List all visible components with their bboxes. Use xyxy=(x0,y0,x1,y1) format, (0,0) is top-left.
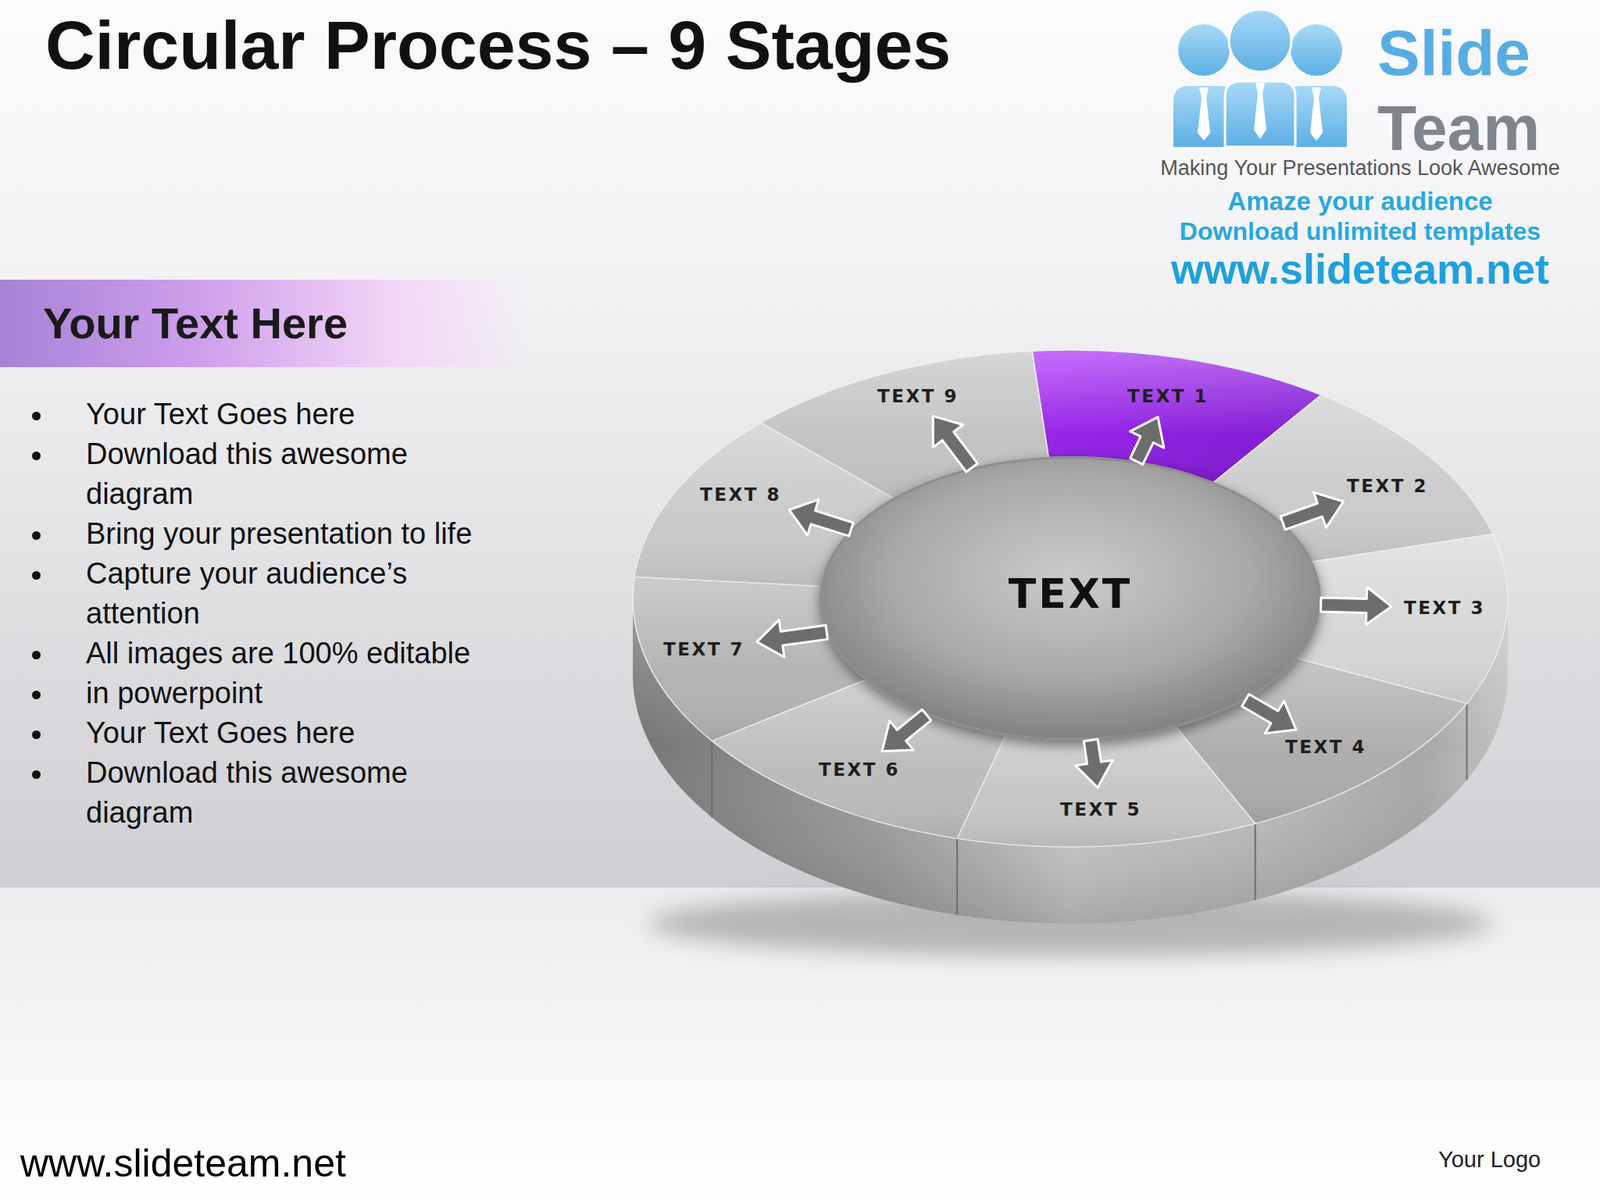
logo-slogan: Amaze your audience xyxy=(1125,187,1595,216)
segment-face xyxy=(760,350,1051,508)
segment-sheen xyxy=(760,350,1051,508)
background-floor xyxy=(0,887,1600,1200)
disk-side-divider xyxy=(1254,823,1257,900)
segment-face xyxy=(632,576,886,741)
segment-sheen xyxy=(957,714,1256,847)
segment-face xyxy=(957,714,1256,847)
stage-label: TEXT 5 xyxy=(1060,798,1142,821)
arrow-connector xyxy=(1280,492,1343,530)
segment-sheen xyxy=(632,576,886,741)
logo-url: www.slideteam.net xyxy=(1125,245,1595,293)
logo-head xyxy=(1228,9,1292,72)
bullet-point: Your Text Goes here xyxy=(54,394,500,435)
background-band xyxy=(0,0,1600,888)
arrow-connector xyxy=(882,709,932,751)
segment-sheen xyxy=(1200,395,1493,566)
stage-label: TEXT 1 xyxy=(1127,385,1209,408)
disk-side-divider xyxy=(710,740,713,818)
logo-head xyxy=(1290,24,1343,76)
stage-label: TEXT 2 xyxy=(1346,475,1429,497)
arrow-connector xyxy=(1320,587,1392,625)
footer-url: www.slideteam.net xyxy=(20,1141,347,1186)
logo-wordmark: Team xyxy=(1377,96,1540,161)
bullet-point: Capture your audience’s attention xyxy=(54,553,500,634)
arrow-connector xyxy=(1075,739,1114,788)
bullet-point: Download this awesome diagram xyxy=(54,434,500,515)
arrow-connector xyxy=(1130,417,1165,465)
arrow-connector xyxy=(1242,693,1297,733)
arrow-connector xyxy=(932,416,978,472)
bullet-point: in powerpoint xyxy=(54,673,500,714)
center-label: TEXT xyxy=(1008,570,1133,618)
bullet-point: Download this awesome diagram xyxy=(54,753,500,833)
stage-label: TEXT 9 xyxy=(877,385,959,408)
disk-side-divider xyxy=(956,838,958,915)
header-band: Your Text Here xyxy=(0,279,531,368)
stage-label: TEXT 7 xyxy=(663,638,745,661)
arrow-connector xyxy=(757,619,829,658)
stage-label: TEXT 6 xyxy=(818,758,900,781)
stage-label: TEXT 4 xyxy=(1285,735,1367,758)
logo-head xyxy=(1178,24,1230,76)
bullet-point: All images are 100% editable xyxy=(54,633,500,674)
logo-tie xyxy=(1310,87,1323,141)
center-rim xyxy=(821,457,1320,740)
bullet-point: Bring your presentation to life xyxy=(54,514,500,554)
center-disc xyxy=(819,456,1322,741)
arrow-connector xyxy=(789,499,854,536)
segment-face xyxy=(1200,395,1493,566)
logo-tie xyxy=(1253,82,1267,140)
disk-side-divider xyxy=(1466,703,1468,780)
logo-wordmark: Slide xyxy=(1377,21,1531,86)
slide-title: Circular Process – 9 Stages xyxy=(45,10,951,80)
bullet-point: Your Text Goes here xyxy=(54,713,500,754)
logo-body xyxy=(1225,81,1296,147)
band-heading: Your Text Here xyxy=(42,298,348,349)
bullet-list: Your Text Goes hereDownload this awesome… xyxy=(0,394,500,833)
logo-placeholder: Your Logo xyxy=(1438,1145,1541,1174)
logo-tie xyxy=(1197,87,1211,141)
stage-label: TEXT 8 xyxy=(700,483,782,506)
stage-label: TEXT 3 xyxy=(1403,596,1486,619)
logo-tagline: Making Your Presentations Look Awesome xyxy=(1125,154,1595,182)
logo-people xyxy=(1173,9,1347,147)
logo-slogan: Download unlimited templates xyxy=(1125,217,1595,246)
center-circle: TEXT xyxy=(819,456,1322,741)
